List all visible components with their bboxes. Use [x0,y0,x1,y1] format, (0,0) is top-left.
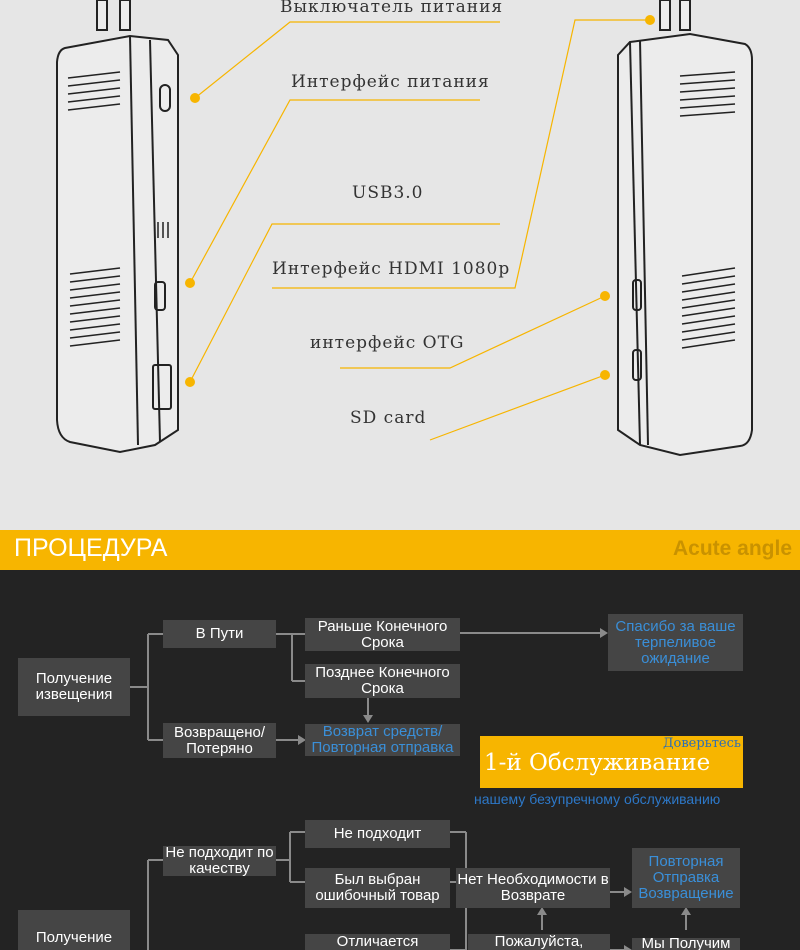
step-wrong-item: Был выбран ошибочный товар [305,868,450,908]
step-poor-quality: Не подходит по качеству [163,845,276,877]
service-badge-subtitle: нашему безупречному обслуживанию [474,791,721,807]
step-notice-received: Получение извещения [18,658,130,716]
service-badge: Доверьтесь 1-й Обслуживание [480,736,743,788]
step-no-return-needed: Нет Необходимости в Возврате [456,868,610,908]
left-device [56,0,179,454]
step-please: Пожалуйста, [468,934,610,950]
device-illustration [56,0,753,457]
flowchart-connectors [130,628,691,950]
right-device [617,0,753,457]
step-after-deadline: Позднее Конечного Срока [305,664,460,698]
section-banner: ПРОЦЕДУРА Acute angle [0,530,800,570]
brand-watermark: Acute angle [672,537,792,560]
step-differs: Отличается [305,934,450,950]
step-thank-you: Спасибо за ваше терпеливое ожидание [608,614,743,671]
step-not-fit: Не подходит [305,820,450,848]
callout-leaders [189,19,650,441]
procedure-flowchart: Получение извещения В Пути Раньше Конечн… [0,570,800,950]
service-badge-title: 1-й Обслуживание [484,750,711,776]
step-resend-return: Повторная Отправка Возвращение [632,848,740,908]
callout-otg: интерфейс OTG [310,333,465,353]
service-badge-top: Доверьтесь [662,736,741,751]
product-diagram: Выключатель питания Интерфейс питания US… [56,0,753,457]
banner-title: ПРОЦЕДУРА [14,534,168,562]
step-we-receive: Мы Получим [632,936,740,950]
callout-dots [185,15,655,387]
callout-power-port: Интерфейс питания [291,72,490,92]
step-refund-resend: Возврат средств/ Повторная отправка [305,724,460,756]
step-returned-lost: Возвращено/ Потеряно [163,723,276,758]
callout-hdmi: Интерфейс HDMI 1080p [272,259,511,279]
step-in-transit: В Пути [163,620,276,648]
callout-sd: SD card [350,408,427,428]
step-notice-received-2: Получение [18,910,130,950]
callout-usb: USB3.0 [352,183,424,203]
step-before-deadline: Раньше Конечного Срока [305,618,460,651]
callout-power-switch: Выключатель питания [280,0,504,17]
